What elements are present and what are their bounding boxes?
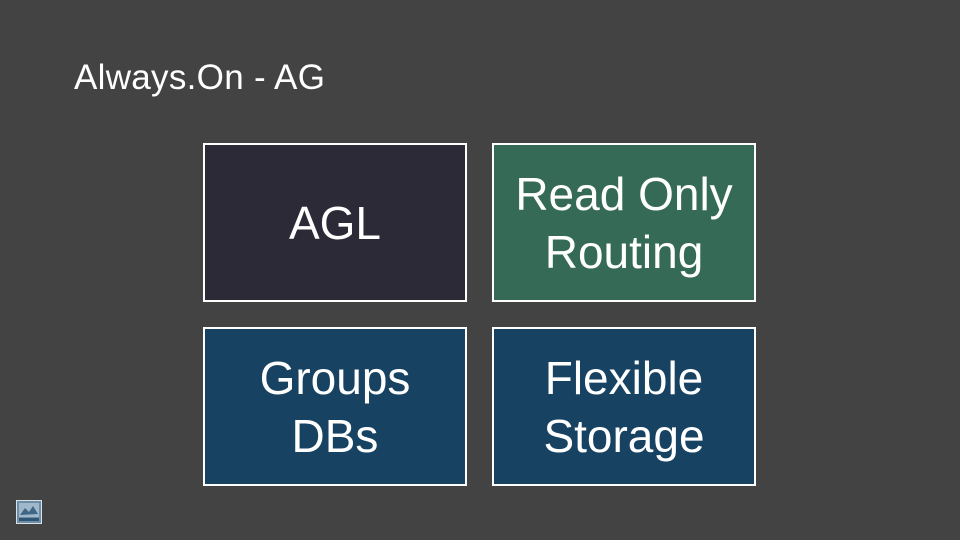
- tile-agl-text: AGL: [289, 194, 381, 252]
- tile-read-only-routing-text: Read Only Routing: [515, 165, 732, 281]
- tile-read-only-routing-line-1: Read Only: [515, 167, 733, 220]
- tile-flexible-storage-line-1: Flexible: [544, 351, 704, 404]
- tile-agl-line-1: AGL: [288, 196, 382, 249]
- tile-groups-dbs-line-2: DBs: [291, 409, 379, 462]
- presentation-logo-icon: [16, 500, 42, 524]
- tile-groups-dbs-text: Groups DBs: [260, 349, 411, 465]
- tile-flexible-storage-text: Flexible Storage: [543, 349, 704, 465]
- tile-read-only-routing: Read Only Routing: [492, 143, 756, 302]
- tile-flexible-storage: Flexible Storage: [492, 327, 756, 486]
- tile-groups-dbs-line-1: Groups: [259, 351, 411, 404]
- slide-title: Always.On - AG: [74, 58, 326, 97]
- tile-read-only-routing-line-2: Routing: [544, 225, 704, 278]
- tile-agl: AGL: [203, 143, 467, 302]
- tile-groups-dbs: Groups DBs: [203, 327, 467, 486]
- tile-flexible-storage-line-2: Storage: [543, 409, 705, 462]
